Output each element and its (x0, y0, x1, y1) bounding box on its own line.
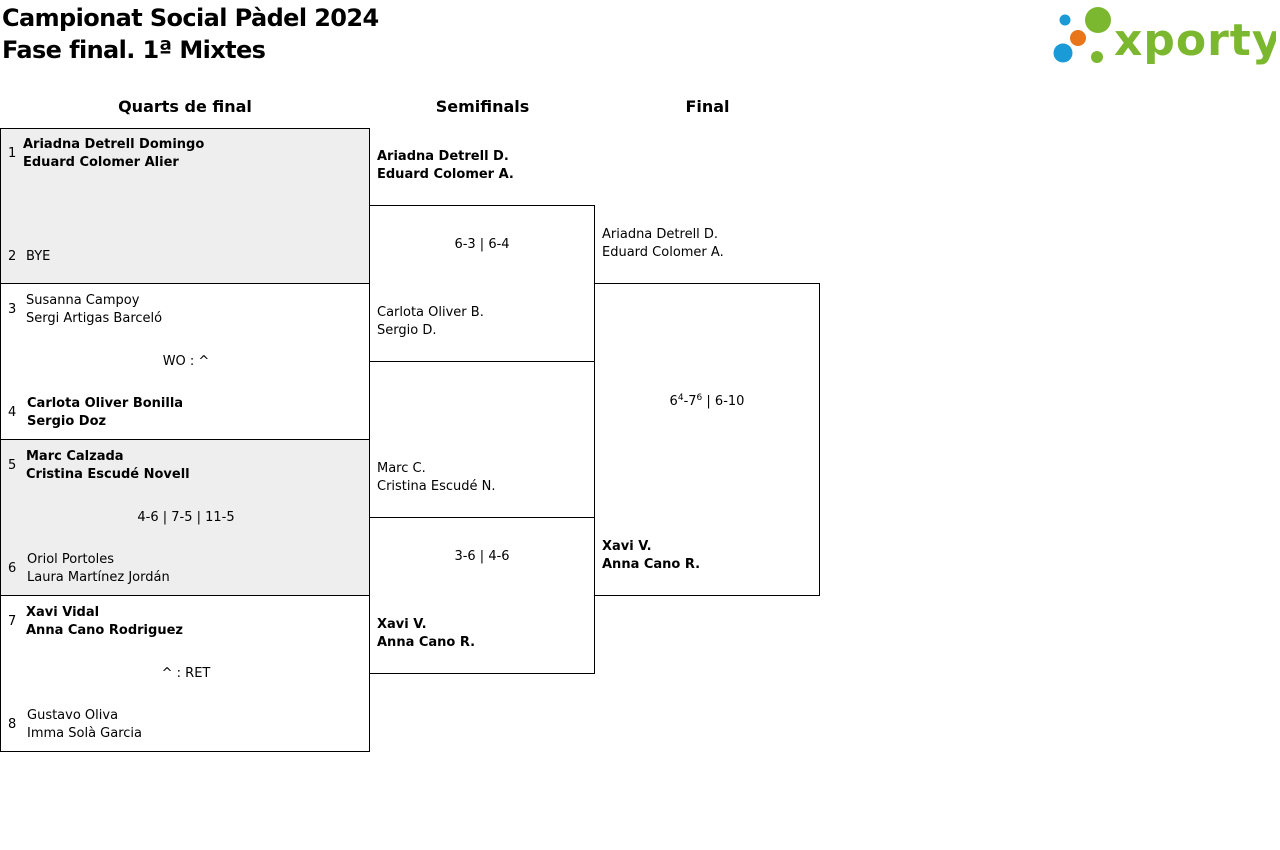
quarterfinal-match-2: 3 Susanna Campoy Sergi Artigas Barceló W… (0, 283, 370, 440)
team-player: Susanna Campoy (26, 293, 140, 308)
team-player: Marc C. (377, 461, 426, 476)
match-score: ^ : RET (161, 666, 211, 681)
logo-text: xporty (1114, 15, 1276, 66)
team-player: Cristina Escudé N. (377, 479, 496, 494)
team-player: Eduard Colomer Alier (23, 155, 179, 170)
title-line-2: Fase final. 1ª Mixtes (2, 36, 266, 64)
seed-number: 3 (8, 302, 17, 317)
match-score: 3-6 | 4-6 (454, 549, 510, 564)
team-player: Sergio D. (377, 323, 437, 338)
team-player: Ariadna Detrell D. (602, 227, 719, 242)
xporty-logo[interactable]: xporty (1050, 4, 1280, 68)
seed-number: 8 (8, 717, 17, 732)
seed-number: 7 (8, 614, 17, 629)
team-player: Carlota Oliver Bonilla (27, 396, 184, 411)
seed-number: 1 (8, 146, 17, 161)
title-line-1: Campionat Social Pàdel 2024 (2, 4, 379, 32)
team-player: Sergi Artigas Barceló (26, 311, 163, 326)
seed-number: 5 (8, 458, 17, 473)
seed-number: 2 (8, 249, 17, 264)
team-player: Marc Calzada (26, 449, 124, 464)
team-player: Cristina Escudé Novell (26, 467, 190, 482)
team-player: Sergio Doz (27, 414, 107, 429)
match-score: WO : ^ (162, 354, 210, 369)
seed-number: 4 (8, 405, 17, 420)
page-title: Campionat Social Pàdel 2024 Fase final. … (2, 2, 379, 66)
column-header-semifinals: Semifinals (435, 97, 530, 116)
team-player: Xavi Vidal (26, 605, 100, 620)
semifinal-match-2: 3-6 | 4-6 Xavi V. Anna Cano R. (369, 517, 595, 674)
team-player: Anna Cano R. (602, 557, 701, 572)
seed-number: 6 (8, 561, 17, 576)
team-player: Xavi V. (602, 539, 652, 554)
team-player: Laura Martínez Jordán (27, 570, 170, 585)
team-player: Oriol Portoles (27, 552, 114, 567)
bye-label: BYE (26, 249, 51, 264)
match-score: 4-6 | 7-5 | 11-5 (137, 510, 235, 525)
column-header-final: Final (685, 97, 730, 116)
column-header-quarterfinals: Quarts de final (118, 97, 252, 116)
match-score: 64-76 | 6-10 (669, 393, 745, 410)
team-player: Xavi V. (377, 617, 427, 632)
quarterfinal-match-1: 1 Ariadna Detrell Domingo Eduard Colomer… (0, 128, 370, 284)
team-player: Ariadna Detrell D. (377, 149, 509, 164)
team-player: Gustavo Oliva (27, 708, 119, 723)
team-player: Anna Cano R. (377, 635, 476, 650)
team-player: Eduard Colomer A. (377, 167, 514, 182)
team-player: Eduard Colomer A. (602, 245, 724, 260)
logo-dots-icon: xporty (1053, 7, 1280, 66)
team-player: Ariadna Detrell Domingo (23, 137, 205, 152)
team-player: Imma Solà Garcia (27, 726, 143, 741)
quarterfinal-match-4: 7 Xavi Vidal Anna Cano Rodriguez ^ : RET… (0, 595, 370, 752)
quarterfinal-match-3: 5 Marc Calzada Cristina Escudé Novell 4-… (0, 439, 370, 596)
final-match: 64-76 | 6-10 Xavi V. Anna Cano R. (594, 283, 820, 596)
team-player: Anna Cano Rodriguez (26, 623, 183, 638)
semifinal-match-1: 6-3 | 6-4 Carlota Oliver B. Sergio D. (369, 205, 595, 362)
match-score: 6-3 | 6-4 (454, 237, 510, 252)
team-player: Carlota Oliver B. (377, 305, 484, 320)
